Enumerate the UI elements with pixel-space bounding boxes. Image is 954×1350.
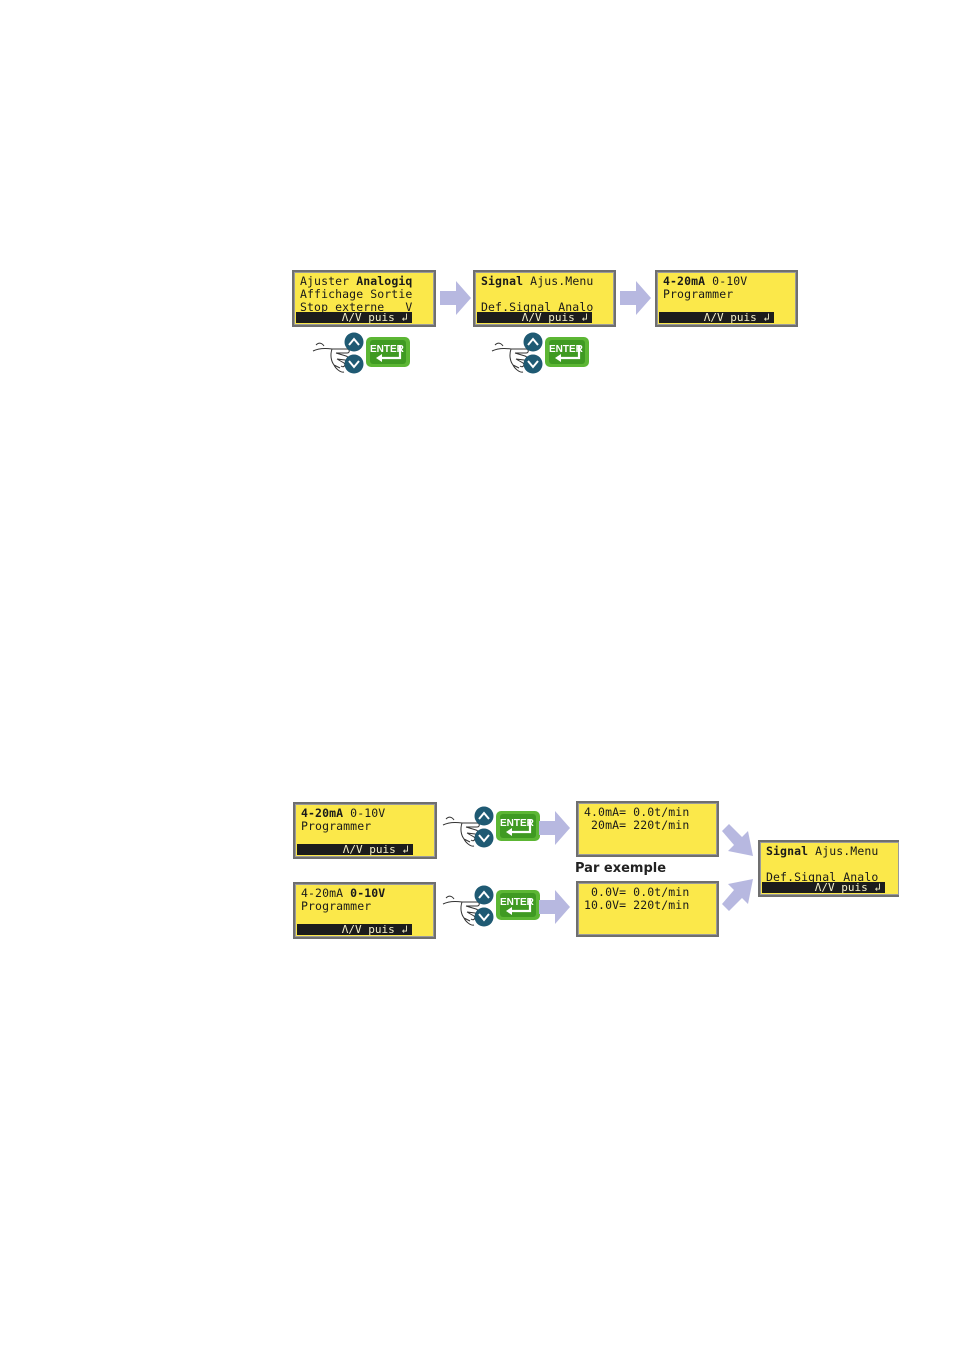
- down-arrow-button[interactable]: [344, 354, 364, 374]
- lcd-status-bar: Λ/V puis ↲: [297, 924, 412, 935]
- up-arrow-button[interactable]: [344, 332, 364, 352]
- enter-button[interactable]: ENTER: [366, 337, 410, 367]
- lcd-line: Affichage Sortie: [300, 287, 413, 301]
- diagonal-up-arrow-icon: [722, 879, 753, 911]
- lcd-line: Signal Ajus.Menu: [766, 844, 879, 858]
- lcd-status-bar: Λ/V puis ↲: [296, 312, 412, 323]
- lcd-screen-ajuster: Ajuster Analogiq Affichage Sortie Stop e…: [292, 270, 436, 327]
- lcd-line: Programmer: [301, 899, 372, 913]
- lcd-status-bar: Λ/V puis ↲: [477, 312, 592, 323]
- hand-pressing-keys-icon: ENTER: [442, 806, 540, 848]
- lcd-screen-ma-range: 4.0mA= 0.0t/min 20mA= 220t/min: [576, 801, 719, 857]
- lcd-line: 4-20mA 0-10V: [663, 274, 748, 288]
- lcd-line: Def.Signal Analo: [766, 870, 879, 884]
- lcd-screen-signal-type: 4-20mA 0-10V Programmer Λ/V puis ↲: [655, 270, 798, 327]
- hand-pressing-keys-icon: ENTER: [312, 332, 410, 374]
- lcd-status-bar: Λ/V puis ↲: [297, 844, 413, 855]
- lcd-screen-signal-return: Signal Ajus.Menu Def.Signal Analo Λ/V pu…: [758, 840, 899, 897]
- down-arrow-button[interactable]: [474, 828, 494, 848]
- down-arrow-button[interactable]: [474, 907, 494, 927]
- lcd-line: Programmer: [663, 287, 734, 301]
- lcd-line: 4-20mA 0-10V: [301, 886, 386, 900]
- up-arrow-button[interactable]: [523, 332, 543, 352]
- lcd-status-bar: Λ/V puis ↲: [659, 312, 774, 323]
- pointing-hand-icon: [312, 342, 350, 373]
- down-arrow-button[interactable]: [523, 354, 543, 374]
- example-caption: Par exemple: [575, 861, 667, 876]
- up-arrow-button[interactable]: [474, 885, 494, 905]
- enter-button[interactable]: ENTER: [496, 811, 540, 841]
- lcd-line: Def.Signal Analo: [481, 300, 594, 314]
- diagonal-down-arrow-icon: [722, 824, 753, 856]
- lcd-line: Stop externe V: [300, 300, 413, 314]
- lcd-line: Programmer: [301, 819, 372, 833]
- enter-label: ENTER: [500, 897, 535, 908]
- right-arrow-icon: [620, 281, 651, 315]
- hand-pressing-keys-icon: ENTER: [491, 332, 589, 374]
- lcd-screen-v-range: 0.0V= 0.0t/min 10.0V= 220t/min: [576, 881, 719, 937]
- lcd-status-bar: Λ/V puis ↲: [762, 882, 885, 893]
- lcd-screen-4-20ma-selected: 4-20mA 0-10V Programmer Λ/V puis ↲: [293, 802, 437, 859]
- lcd-line: 10.0V= 220t/min: [584, 898, 690, 912]
- lcd-line: 0.0V= 0.0t/min: [584, 885, 690, 899]
- enter-button[interactable]: ENTER: [545, 337, 589, 367]
- lcd-screen-0-10v-selected: 4-20mA 0-10V Programmer Λ/V puis ↲: [293, 882, 436, 939]
- right-arrow-icon: [539, 890, 570, 924]
- lcd-line: Ajuster Analogiq: [300, 274, 413, 288]
- enter-label: ENTER: [500, 818, 535, 829]
- pointing-hand-icon: [442, 895, 480, 926]
- hand-pressing-keys-icon: ENTER: [442, 885, 540, 927]
- lcd-line: 4-20mA 0-10V: [301, 806, 386, 820]
- lcd-screen-signal: Signal Ajus.Menu Def.Signal Analo Λ/V pu…: [473, 270, 616, 327]
- enter-label: ENTER: [549, 344, 584, 355]
- lcd-line: 4.0mA= 0.0t/min: [584, 805, 690, 819]
- right-arrow-icon: [440, 281, 471, 315]
- pointing-hand-icon: [491, 342, 529, 373]
- lcd-line: 20mA= 220t/min: [584, 818, 690, 832]
- pointing-hand-icon: [442, 816, 480, 847]
- right-arrow-icon: [539, 811, 570, 845]
- enter-button[interactable]: ENTER: [496, 890, 540, 920]
- up-arrow-button[interactable]: [474, 806, 494, 826]
- lcd-line: Signal Ajus.Menu: [481, 274, 594, 288]
- enter-label: ENTER: [370, 344, 405, 355]
